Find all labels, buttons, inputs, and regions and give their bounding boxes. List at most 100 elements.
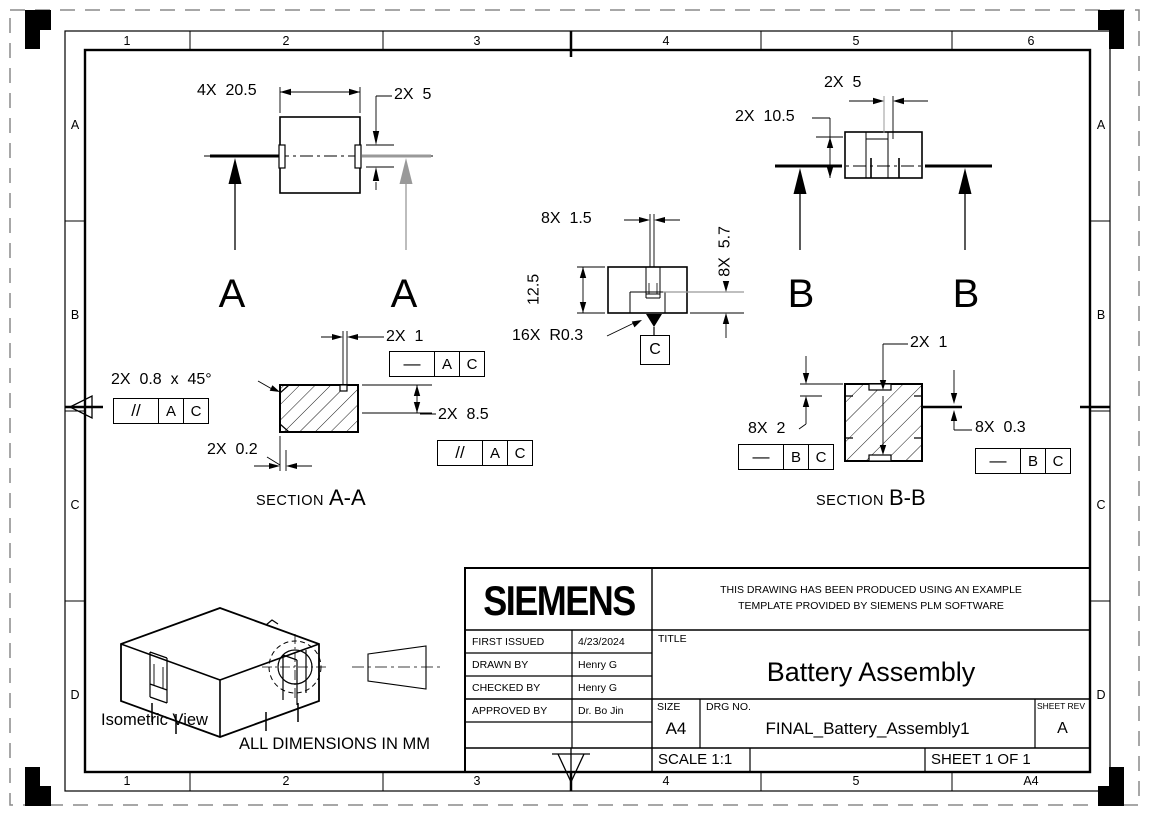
fcf-bb-left: — B C — [738, 444, 834, 470]
view-front-b — [775, 96, 992, 250]
fcf-aa-chamfer-datum2: C — [183, 399, 208, 423]
fcf-bb-left-datum1: B — [783, 445, 808, 469]
row-drawn-by-label: DRAWN BY — [472, 659, 529, 671]
zone-top-1: 1 — [123, 34, 131, 48]
fcf-bb-left-symbol: — — [752, 447, 770, 466]
units-note: ALL DIMENSIONS IN MM — [239, 735, 430, 753]
fcf-aa-slot-symbol: — — [403, 354, 421, 373]
dim-front-a-tab: 2X 5 — [394, 86, 432, 103]
size-value: A4 — [665, 719, 687, 738]
dim-aa-offset: 2X 0.2 — [207, 441, 258, 458]
size-label: SIZE — [657, 701, 681, 713]
view-front-a — [204, 87, 437, 250]
dim-bb-left: 8X 2 — [748, 420, 786, 437]
zone-left-b: B — [70, 308, 80, 322]
dim-detail-radius: 16X R0.3 — [512, 327, 584, 344]
fcf-aa-depth-datum2: C — [507, 441, 532, 465]
trim-border — [9, 9, 1140, 806]
disclaimer-line1: THIS DRAWING HAS BEEN PRODUCED USING AN … — [720, 584, 1022, 597]
title-label: TITLE — [658, 633, 687, 645]
section-bb-name: B-B — [888, 485, 926, 510]
fcf-bb-right-symbol: — — [989, 451, 1007, 470]
zone-right-c: C — [1096, 498, 1106, 512]
cut-arrow-label-b1: B — [787, 272, 815, 316]
row-drawn-by-value: Henry G — [578, 659, 618, 671]
fcf-bb-right: — B C — [975, 448, 1071, 474]
zone-bottom-4: 4 — [662, 774, 670, 788]
fcf-bb-right-datum2: C — [1045, 449, 1070, 473]
section-aa-title: SECTION A-A — [256, 485, 366, 511]
zone-left-d: D — [70, 688, 80, 702]
zone-top-5: 5 — [852, 34, 860, 48]
dim-aa-depth: 2X 8.5 — [438, 406, 489, 423]
fcf-aa-slot: — A C — [389, 351, 485, 377]
row-first-issued-label: FIRST ISSUED — [472, 636, 545, 648]
drawing-title: Battery Assembly — [766, 656, 976, 687]
isometric-view-caption: Isometric View — [101, 711, 208, 729]
fcf-aa-depth-symbol: // — [455, 443, 465, 462]
drg-no-value: FINAL_Battery_Assembly1 — [765, 719, 970, 738]
section-bb-prefix: SECTION — [816, 493, 884, 509]
zone-bottom-a4: A4 — [1023, 774, 1039, 788]
cut-arrow-label-a1: A — [218, 272, 246, 316]
title-block-grid — [464, 567, 1091, 773]
row-approved-by-label: APPROVED BY — [472, 705, 548, 717]
cut-arrow-label-b2: B — [952, 272, 980, 316]
dim-bb-slot: 2X 1 — [910, 334, 948, 351]
dim-detail-slot: 8X 1.5 — [541, 210, 592, 227]
dim-detail-height: 12.5 — [525, 273, 543, 305]
dim-front-b-height: 2X 10.5 — [735, 108, 795, 125]
zone-right-b: B — [1096, 308, 1106, 322]
view-section-bb — [798, 343, 972, 462]
sheet-count-value: SHEET 1 OF 1 — [931, 751, 1031, 768]
dim-front-a-width: 4X 20.5 — [197, 82, 257, 99]
sheet-rev-value: A — [1057, 720, 1068, 737]
row-checked-by-value: Henry G — [578, 682, 618, 694]
row-approved-by-value: Dr. Bo Jin — [578, 705, 624, 717]
disclaimer-line2: TEMPLATE PROVIDED BY SIEMENS PLM SOFTWAR… — [738, 600, 1004, 612]
section-bb-title: SECTION B-B — [816, 485, 926, 511]
dim-aa-chamfer: 2X 0.8 x 45° — [111, 371, 212, 388]
fcf-aa-depth-datum1: A — [482, 441, 507, 465]
fcf-aa-depth: // A C — [437, 440, 533, 466]
zone-top-3: 3 — [473, 34, 481, 48]
view-section-aa — [254, 331, 436, 471]
zone-top-2: 2 — [282, 34, 290, 48]
projection-symbol — [262, 634, 440, 700]
section-aa-prefix: SECTION — [256, 493, 324, 509]
fcf-bb-left-datum2: C — [808, 445, 833, 469]
row-first-issued-value: 4/23/2024 — [578, 636, 625, 648]
dim-detail-depth: 8X 5.7 — [716, 226, 734, 277]
disclaimer: THIS DRAWING HAS BEEN PRODUCED USING AN … — [652, 568, 1090, 630]
view-isometric — [120, 607, 320, 738]
zone-left-c: C — [70, 498, 80, 512]
scale-value: SCALE 1:1 — [658, 751, 733, 768]
zone-top-6: 6 — [1027, 34, 1035, 48]
view-detail-c — [577, 214, 744, 338]
sheet-rev-label: SHEET REV — [1037, 701, 1086, 711]
dim-bb-right: 8X 0.3 — [975, 419, 1026, 436]
zone-right-d: D — [1096, 688, 1106, 702]
zone-left-a: A — [70, 118, 80, 132]
cut-arrow-label-a2: A — [390, 272, 418, 316]
fcf-aa-chamfer: // A C — [113, 398, 209, 424]
drg-no-label: DRG NO. — [706, 701, 751, 713]
datum-c-box: C — [640, 335, 670, 365]
fcf-aa-chamfer-symbol: // — [131, 401, 141, 420]
fcf-aa-slot-datum1: A — [434, 352, 459, 376]
zone-bottom-5: 5 — [852, 774, 860, 788]
fcf-aa-slot-datum2: C — [459, 352, 484, 376]
fcf-bb-right-datum1: B — [1020, 449, 1045, 473]
zone-bottom-3: 3 — [473, 774, 481, 788]
section-aa-name: A-A — [328, 485, 366, 510]
row-checked-by-label: CHECKED BY — [472, 682, 541, 694]
zone-bottom-1: 1 — [123, 774, 131, 788]
zone-right-a: A — [1096, 118, 1106, 132]
dim-aa-slot: 2X 1 — [386, 328, 424, 345]
zone-top-4: 4 — [662, 34, 670, 48]
dim-front-b-slot: 2X 5 — [824, 74, 862, 91]
fcf-aa-chamfer-datum1: A — [158, 399, 183, 423]
zone-bottom-2: 2 — [282, 774, 290, 788]
